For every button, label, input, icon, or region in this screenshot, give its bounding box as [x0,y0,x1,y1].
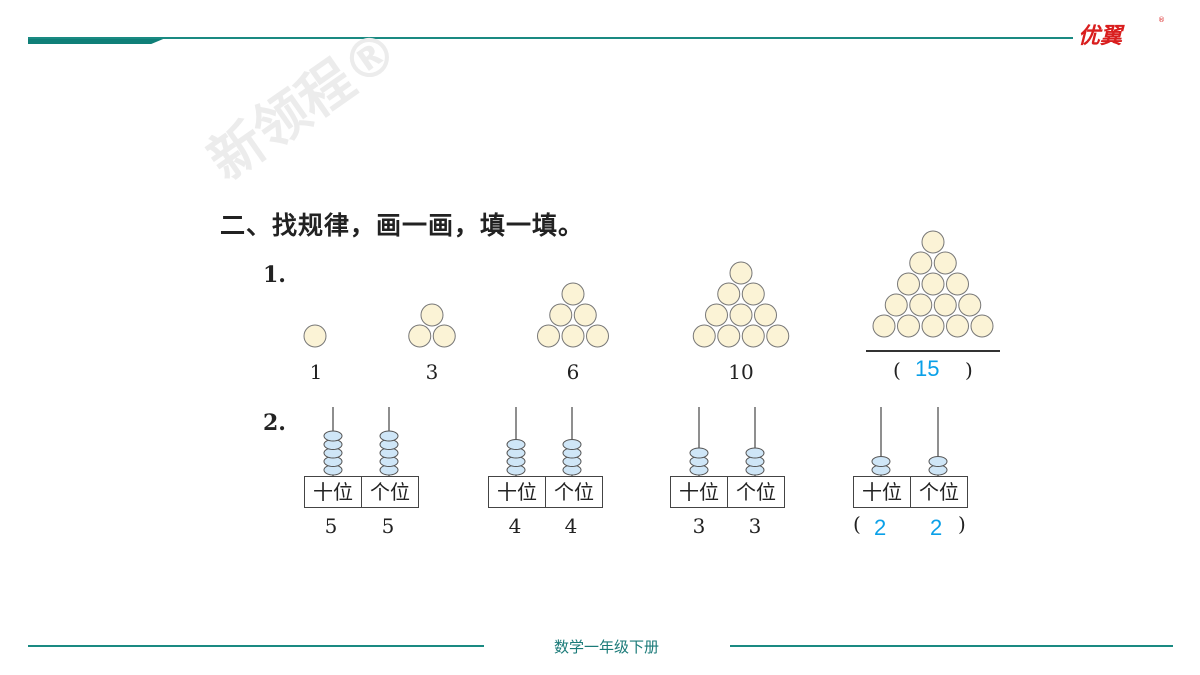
dot-circle [872,314,896,338]
dot-circle [717,282,741,306]
dot-circle [921,314,945,338]
dot-circle [933,293,957,317]
dot-circle [909,251,933,275]
abacus-bead [506,439,526,450]
ones-value: 5 [381,514,395,538]
question-2-number: 2. [263,410,286,436]
dot-circle [729,261,753,285]
place-value-box: 十位个位 [670,476,785,508]
place-value-box: 十位个位 [304,476,419,508]
abacus-bead [871,456,891,467]
dot-circle [729,303,753,327]
dot-circle [432,324,456,348]
dot-circle [420,303,444,327]
open-paren: ( [893,358,901,382]
dot-circle [303,324,327,348]
registered-mark: ® [1158,16,1165,24]
ones-value: 4 [564,514,578,538]
footer-title: 数学一年级下册 [554,638,660,656]
figure-count-label: 3 [425,360,439,384]
close-paren: ) [958,512,966,536]
dot-circle [921,272,945,296]
dot-circle [897,314,920,338]
tens-label: 十位 [313,480,353,504]
ones-label: 个位 [727,477,784,507]
footer-line-right [730,645,1173,647]
dot-circle [884,293,908,317]
dot-circle [408,324,432,348]
dot-circle [766,324,790,348]
answer-value: 15 [915,356,940,381]
place-value-box: 十位个位 [853,476,968,508]
dot-circle [741,324,765,348]
dot-circle [586,324,609,348]
figure-count-label: 10 [728,360,754,384]
abacus-bead [745,447,765,459]
header-line [28,37,1073,39]
dot-circle [573,303,597,327]
tens-value: 3 [692,514,706,538]
footer-line-left [28,645,484,647]
dot-circle [741,282,765,306]
tens-value: 4 [508,514,522,538]
dot-circle [897,272,920,296]
abacus-bead [379,430,399,442]
abacus-bead [689,447,709,459]
place-value-box: 十位个位 [488,476,603,508]
dot-circle [946,314,969,338]
abacus-bead [323,430,343,442]
dot-circle [692,324,716,348]
dot-circle [921,230,945,254]
answer-line [866,350,1000,352]
tens-value: 5 [324,514,338,538]
dot-circle [946,272,969,296]
brand-logo: 优翼 [1078,24,1123,49]
dot-circle [970,314,994,338]
dot-circle [958,293,982,317]
answer-ones: 2 [930,515,943,540]
dot-circle [561,324,585,348]
dot-circle [705,303,728,327]
section-heading: 二、找规律，画一画，填一填。 [220,211,585,240]
question-1-number: 1. [263,262,286,288]
figure-count-label: 6 [566,360,580,384]
dot-circle [549,303,573,327]
dot-circle [909,293,933,317]
tens-label: 十位 [497,480,537,504]
ones-label: 个位 [545,477,602,507]
open-paren: ( [853,512,861,536]
ones-label: 个位 [910,477,967,507]
dot-circle [537,324,560,348]
dot-circle [754,303,777,327]
answer-tens: 2 [874,515,887,540]
abacus-bead [562,439,582,450]
dot-circle [933,251,957,275]
dot-circle [717,324,741,348]
abacus-bead [928,456,948,467]
dot-circle [561,282,585,306]
tens-label: 十位 [862,480,902,504]
ones-value: 3 [748,514,762,538]
figure-count-label: 1 [309,360,323,384]
close-paren: ) [965,358,973,382]
header-accent-bar [28,37,168,44]
ones-label: 个位 [361,477,418,507]
tens-label: 十位 [679,480,719,504]
